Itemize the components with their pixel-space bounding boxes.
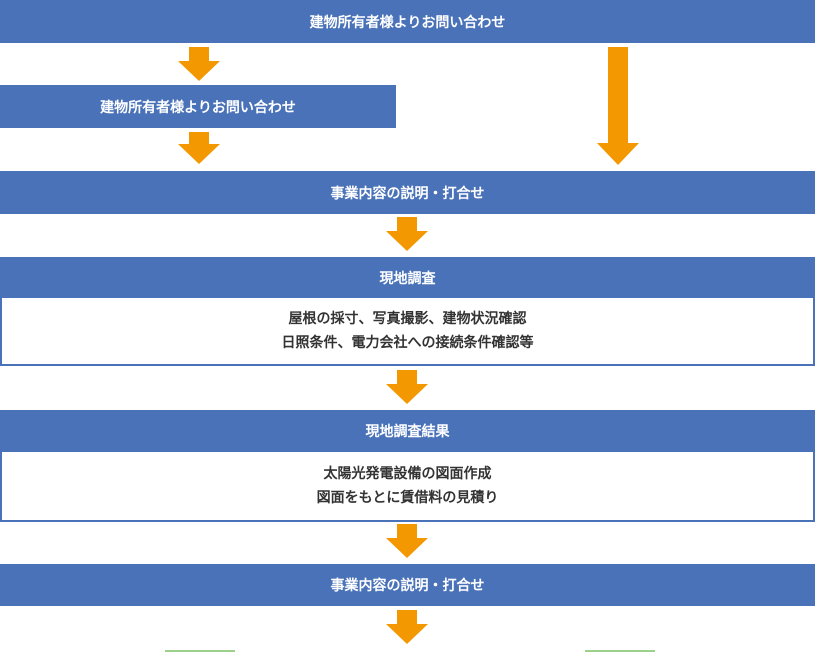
detail-line: 日照条件、電力会社への接続条件確認等	[281, 335, 534, 351]
step-inquiry-owner-top: 建物所有者様よりお問い合わせ	[0, 0, 815, 43]
down-arrow-icon	[178, 132, 220, 164]
step-label: 事業内容の説明・打合せ	[330, 578, 485, 594]
down-arrow-icon	[386, 610, 428, 644]
step-site-survey-detail: 屋根の採寸、写真撮影、建物状況確認 日照条件、電力会社への接続条件確認等	[0, 298, 815, 366]
step-label: 事業内容の説明・打合せ	[330, 185, 485, 202]
down-arrow-icon	[386, 217, 428, 251]
skip-down-arrow-icon	[597, 47, 639, 165]
step-survey-result-detail: 太陽光発電設備の図面作成 図面をもとに賃借料の見積り	[0, 452, 815, 522]
next-box-edge-left	[165, 650, 235, 652]
detail-line: 図面をもとに賃借料の見積り	[316, 490, 499, 506]
step-site-survey-title: 現地調査	[0, 257, 815, 298]
next-box-edge-right	[585, 650, 655, 652]
step-label: 現地調査結果	[365, 424, 450, 440]
detail-line: 太陽光発電設備の図面作成	[323, 466, 492, 482]
down-arrow-icon	[386, 524, 428, 558]
step-label: 建物所有者様よりお問い合わせ	[100, 99, 296, 116]
step-label: 現地調査	[379, 270, 436, 287]
down-arrow-icon	[178, 47, 220, 81]
step-label: 建物所有者様よりお問い合わせ	[309, 14, 506, 31]
step-explain-2: 事業内容の説明・打合せ	[0, 564, 815, 606]
step-inquiry-owner-sub: 建物所有者様よりお問い合わせ	[0, 85, 396, 128]
step-explain-1: 事業内容の説明・打合せ	[0, 171, 815, 214]
step-survey-result-title: 現地調査結果	[0, 410, 815, 452]
down-arrow-icon	[386, 370, 428, 404]
detail-line: 屋根の採寸、写真撮影、建物状況確認	[288, 311, 527, 327]
